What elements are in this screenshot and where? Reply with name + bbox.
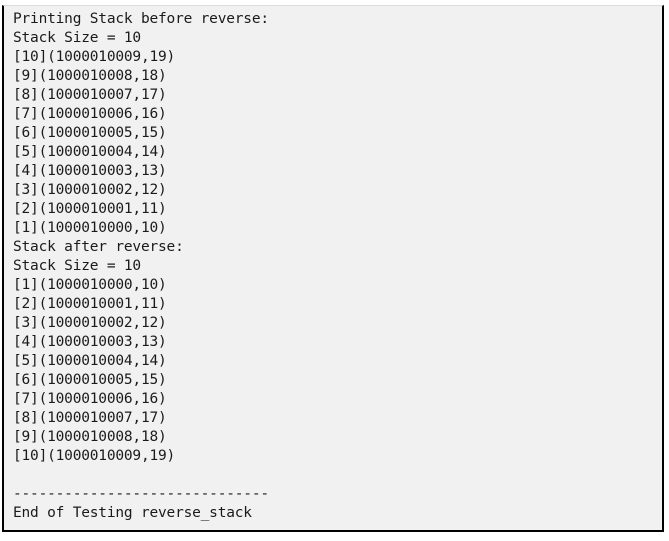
console-line: [3](1000010002,12) (13, 315, 167, 331)
console-line: [9](1000010008,18) (13, 429, 167, 445)
console-line: [9](1000010008,18) (13, 68, 167, 84)
console-line: Stack Size = 10 (13, 30, 141, 46)
console-line: [2](1000010001,11) (13, 296, 167, 312)
console-line: End of Testing reverse_stack (13, 505, 252, 521)
console-line: [4](1000010003,13) (13, 163, 167, 179)
console-line: [8](1000010007,17) (13, 410, 167, 426)
console-line (13, 466, 656, 485)
console-line: [4](1000010003,13) (13, 334, 167, 350)
console-line: [2](1000010001,11) (13, 201, 167, 217)
console-line: [1](1000010000,10) (13, 220, 167, 236)
console-line: [5](1000010004,14) (13, 353, 167, 369)
console-line: [8](1000010007,17) (13, 87, 167, 103)
console-line: Stack Size = 10 (13, 258, 141, 274)
console-line: [6](1000010005,15) (13, 125, 167, 141)
console-line: [7](1000010006,16) (13, 391, 167, 407)
console-line: [6](1000010005,15) (13, 372, 167, 388)
console-line: [10](1000010009,19) (13, 49, 176, 65)
console-line: [1](1000010000,10) (13, 277, 167, 293)
console-output-box: Printing Stack before reverse: Stack Siz… (2, 5, 664, 532)
console-line: Stack after reverse: (13, 239, 184, 255)
console-line: ------------------------------ (13, 486, 269, 502)
console-line: [10](1000010009,19) (13, 448, 176, 464)
console-line: [7](1000010006,16) (13, 106, 167, 122)
console-line: [5](1000010004,14) (13, 144, 167, 160)
console-line: [3](1000010002,12) (13, 182, 167, 198)
console-line: Printing Stack before reverse: (13, 11, 269, 27)
